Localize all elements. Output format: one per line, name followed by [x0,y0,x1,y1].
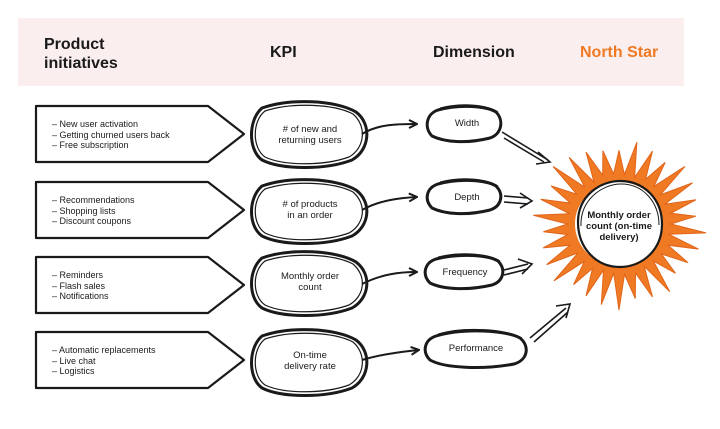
header-initiatives-line2: initiatives [44,55,118,72]
kpi-label-line: # of products [282,199,338,210]
kpi-blob-1 [250,100,369,169]
north-star-line: count (on-time [586,221,652,232]
initiative-item: Flash sales [52,281,232,292]
initiative-item: Reminders [52,270,232,281]
kpi-blob-3 [250,250,369,317]
kpi-label-line: count [298,282,322,293]
initiative-item: Automatic replacements [52,345,232,356]
kpi-label-line: in an order [287,210,333,221]
kpi-label-4: On-time delivery rate [265,350,355,372]
kpi-label-3: Monthly order count [265,271,355,293]
header-initiatives-line1: Product [44,36,105,53]
dimension-pill-2 [425,178,503,216]
initiative-item: Getting churned users back [52,130,232,141]
kpi-label-1: # of new and returning users [265,124,355,146]
header-dimension: Dimension [433,44,515,61]
kpi-blob-2 [250,178,369,245]
north-star-line: delivery) [599,232,639,243]
initiative-list-4: Automatic replacements Live chat Logisti… [52,345,232,377]
kpi-blob-4 [250,328,369,397]
initiative-list-1: New user activation Getting churned user… [52,119,232,151]
arrow-width-to-north-star [501,131,552,165]
dimension-pill-4 [423,328,528,369]
initiative-item: Logistics [52,366,232,377]
arrow-performance-to-north-star [529,303,572,343]
arrow-depth-to-north-star [503,192,534,209]
dimension-label-3: Frequency [442,267,488,278]
initiative-item: Notifications [52,291,232,302]
kpi-label-line: returning users [278,135,342,146]
kpi-label-line: On-time [293,350,327,361]
dimension-label-1: Width [454,118,480,129]
arrow-frequency-to-north-star [503,258,534,276]
arrow-kpi-to-performance [361,350,418,361]
arrow-kpi-to-depth [361,197,416,211]
initiative-list-3: Reminders Flash sales Notifications [52,270,232,302]
dimension-pill-1 [425,104,503,144]
initiative-item: Shopping lists [52,206,232,217]
kpi-label-line: Monthly order [280,271,340,282]
dimension-pill-3 [423,253,505,291]
dimension-label-4: Performance [448,343,504,354]
header-north-star: North Star [580,44,659,61]
north-star-burst [533,142,707,311]
kpi-label-line: delivery rate [284,361,336,372]
arrow-kpi-to-frequency [361,272,416,285]
initiative-item: Discount coupons [52,216,232,227]
north-star-line: Monthly order [587,210,651,221]
initiative-item: Live chat [52,356,232,367]
header-kpi: KPI [270,44,297,61]
header-band [18,18,684,86]
dimension-label-2: Depth [454,192,480,203]
kpi-label-line: # of new and [282,124,338,135]
initiative-list-2: Recommendations Shopping lists Discount … [52,195,232,227]
initiative-item: Recommendations [52,195,232,206]
north-star-label: Monthly order count (on-time delivery) [580,210,658,243]
arrow-kpi-to-width [361,124,416,135]
header-product-initiatives: Product initiatives [44,35,118,73]
kpi-label-2: # of products in an order [265,199,355,221]
initiative-item: New user activation [52,119,232,130]
initiative-item: Free subscription [52,140,232,151]
